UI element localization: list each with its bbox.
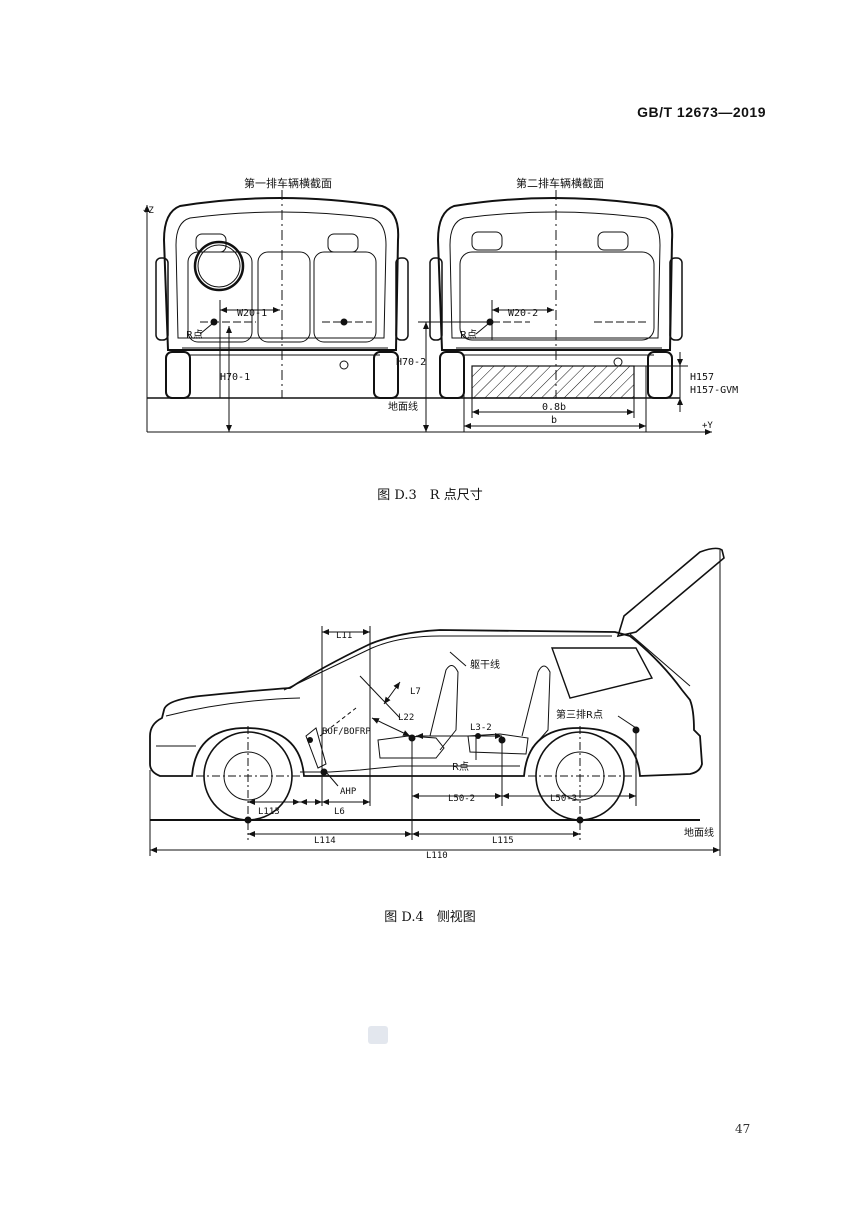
row2-section-outline	[429, 197, 683, 399]
heel-point	[475, 733, 481, 739]
figure-d4-caption: 图 D.4 侧视图	[384, 910, 476, 925]
l11-label: L11	[336, 631, 352, 641]
l6-label: L6	[334, 807, 345, 817]
h70-2-label: H70-2	[396, 357, 426, 368]
b08-label: 0.8b	[542, 402, 566, 413]
l110-label: L110	[426, 851, 448, 861]
w20-2-label: W20-2	[508, 308, 538, 319]
b-label: b	[551, 415, 557, 426]
l3-2-label: L3-2	[470, 723, 492, 733]
third-r-point	[632, 726, 640, 734]
l22-label: L22	[398, 713, 414, 723]
h157-gvm-label: H157-GVM	[690, 385, 738, 396]
page-number: 47	[735, 1122, 751, 1136]
l7-label: L7	[410, 687, 421, 697]
ahp-point	[320, 768, 328, 776]
r-point-label: R点	[452, 761, 469, 773]
torso-line-label: 躯干线	[470, 658, 500, 671]
l113-label: L113	[258, 807, 280, 817]
l115-label: L115	[492, 836, 514, 846]
w20-1-label: W20-1	[237, 308, 267, 319]
bof-bofrp-label: BOF/BOFRP	[322, 727, 371, 737]
row2-title: 第二排车辆横截面	[516, 176, 604, 190]
ground-line-label-1: 地面线	[388, 400, 418, 413]
row1-section-outline	[155, 197, 409, 399]
l50-3-label: L50-3	[550, 794, 577, 804]
row1-title: 第一排车辆横截面	[244, 176, 332, 190]
l50-2-label: L50-2	[448, 794, 475, 804]
l114-label: L114	[314, 836, 336, 846]
h157-label: H157	[690, 372, 714, 383]
figure-d3-cross-sections: +Z +Y 第一排车辆横截面 第二排车辆横截面 W20-1 W20-2 R点 R…	[143, 176, 738, 435]
watermark-logo	[368, 1026, 388, 1044]
r-point-label-1: R点	[186, 329, 203, 341]
bof-point	[307, 737, 313, 743]
h70-1-label: H70-1	[220, 372, 250, 383]
r-point-label-2: R点	[460, 329, 477, 341]
vehicle-side-outline	[149, 547, 725, 821]
axis-y-label: +Y	[702, 421, 713, 431]
ground-line-label-2: 地面线	[684, 826, 714, 839]
axis-z-label: +Z	[143, 206, 154, 216]
standard-number: GB/T 12673—2019	[637, 104, 766, 120]
third-row-r-point-label: 第三排R点	[556, 708, 603, 721]
figure-d4-side-view: L11 L7 躯干线 L22 BOF/BOFRP L3-2 第三排R点 R点 A…	[149, 547, 725, 861]
figure-d3-caption: 图 D.3 R 点尺寸	[377, 488, 483, 503]
second-r-point	[498, 736, 506, 744]
ahp-label: AHP	[340, 787, 357, 797]
front-r-point	[408, 734, 416, 742]
